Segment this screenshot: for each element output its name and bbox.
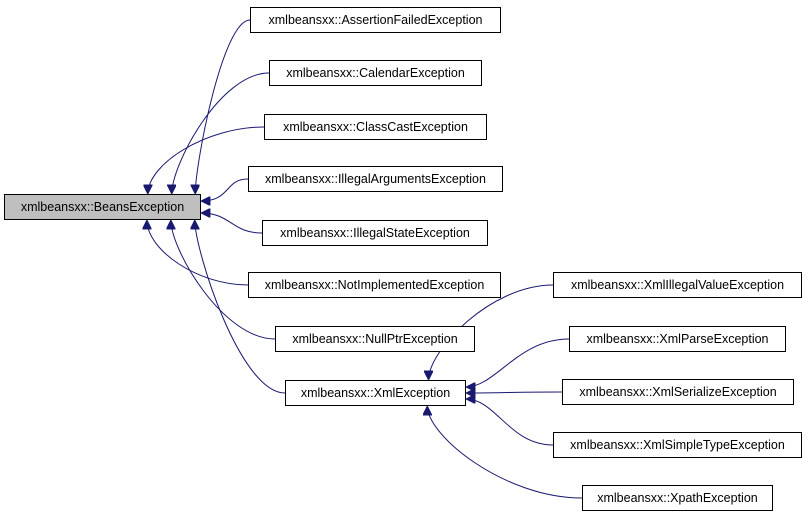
edge-illegalargs-to-beans [201, 178, 249, 201]
edge-xmlserialize-to-xml [466, 392, 563, 393]
edge-xmlillegal-to-xml [429, 284, 554, 380]
edge-xmlparse-to-xml [466, 338, 570, 387]
edge-xml-to-beans [195, 220, 286, 394]
edge-nullptr-to-beans [171, 220, 276, 340]
edge-xmlsimple-to-xml [466, 399, 554, 446]
node-illegal-arguments-exception[interactable]: xmlbeansxx::IllegalArgumentsException [248, 166, 503, 192]
node-assertion-failed-exception[interactable]: xmlbeansxx::AssertionFailedException [250, 7, 501, 33]
node-not-implemented-exception[interactable]: xmlbeansxx::NotImplementedException [248, 272, 501, 298]
edge-classcast-to-beans [148, 126, 265, 194]
node-illegal-state-exception[interactable]: xmlbeansxx::IllegalStateException [262, 220, 488, 246]
edge-illegalstate-to-beans [201, 213, 263, 234]
edge-assertion-to-beans [195, 19, 251, 194]
node-xml-parse-exception[interactable]: xmlbeansxx::XmlParseException [569, 326, 786, 352]
edge-calendar-to-beans [172, 72, 270, 194]
node-xml-simple-type-exception[interactable]: xmlbeansxx::XmlSimpleTypeException [553, 432, 802, 458]
node-xml-exception[interactable]: xmlbeansxx::XmlException [285, 380, 466, 406]
edge-notimpl-to-beans [147, 220, 249, 286]
node-xml-serialize-exception[interactable]: xmlbeansxx::XmlSerializeException [562, 379, 794, 405]
node-beans-exception[interactable]: xmlbeansxx::BeansException [4, 194, 201, 220]
node-class-cast-exception[interactable]: xmlbeansxx::ClassCastException [264, 114, 487, 140]
node-xpath-exception[interactable]: xmlbeansxx::XpathException [582, 485, 773, 511]
node-null-ptr-exception[interactable]: xmlbeansxx::NullPtrException [275, 326, 475, 352]
node-xml-illegal-value-exception[interactable]: xmlbeansxx::XmlIllegalValueException [553, 272, 802, 298]
edge-xpath-to-xml [427, 406, 583, 499]
node-calendar-exception[interactable]: xmlbeansxx::CalendarException [269, 60, 482, 86]
